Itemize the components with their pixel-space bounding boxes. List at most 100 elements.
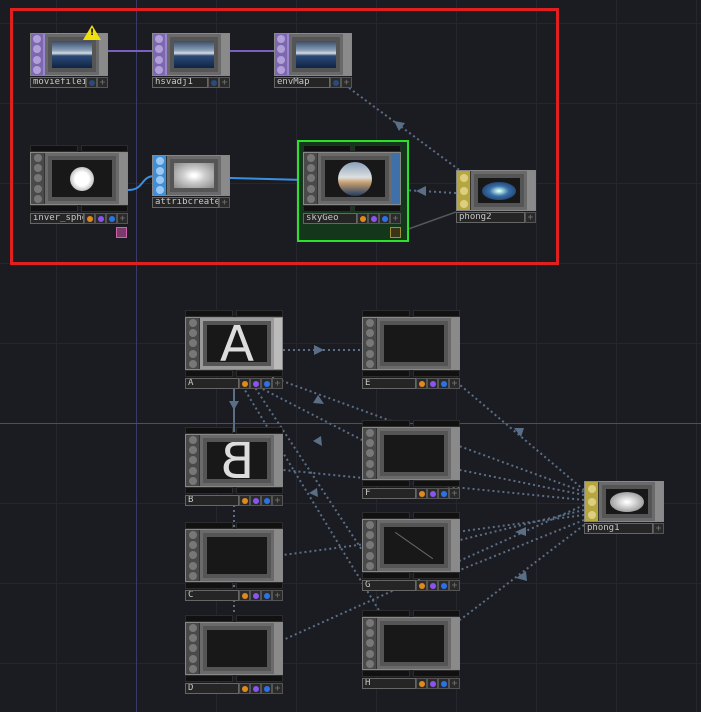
viewer-toggle-icon[interactable]: [306, 194, 315, 203]
add-icon[interactable]: [272, 590, 283, 601]
render-flag-button[interactable]: [250, 495, 261, 506]
viewer-toggle-icon[interactable]: [188, 329, 197, 338]
display-flag-button[interactable]: [416, 378, 427, 389]
viewer-toggle-icon[interactable]: [365, 359, 374, 368]
viewer-flag-button[interactable]: [379, 213, 390, 224]
node-e[interactable]: E: [362, 310, 460, 389]
render-flag-button[interactable]: [368, 213, 379, 224]
viewer-flag-button[interactable]: [330, 77, 341, 88]
viewer-toggle-icon[interactable]: [306, 174, 315, 183]
add-icon[interactable]: [449, 678, 460, 689]
viewer-toggle-icon[interactable]: [459, 186, 468, 195]
viewer-toggle-icon[interactable]: [365, 639, 374, 648]
node-moviefilein1[interactable]: moviefilein1: [30, 33, 108, 88]
add-icon[interactable]: [272, 378, 283, 389]
viewer-toggle-icon[interactable]: [188, 634, 197, 643]
add-icon[interactable]: [272, 495, 283, 506]
viewer-toggle-icon[interactable]: [365, 339, 374, 348]
viewer-flag-button[interactable]: [261, 590, 272, 601]
node-label[interactable]: skyGeo: [303, 213, 357, 224]
viewer-toggle-icon[interactable]: [188, 624, 197, 633]
viewer-toggle-icon[interactable]: [155, 186, 164, 195]
node-label[interactable]: F: [362, 488, 416, 499]
render-flag-button[interactable]: [427, 488, 438, 499]
viewer-toggle-icon[interactable]: [188, 571, 197, 580]
viewer-flag-button[interactable]: [261, 495, 272, 506]
node-c[interactable]: C: [185, 522, 283, 601]
viewer-toggle-icon[interactable]: [365, 521, 374, 530]
viewer-toggle-icon[interactable]: [365, 439, 374, 448]
viewer-toggle-icon[interactable]: [33, 164, 42, 173]
viewer-flag-button[interactable]: [208, 77, 219, 88]
render-flag-button[interactable]: [427, 580, 438, 591]
viewer-toggle-icon[interactable]: [188, 339, 197, 348]
display-flag-button[interactable]: [357, 213, 368, 224]
viewer-toggle-icon[interactable]: [306, 184, 315, 193]
node-label[interactable]: hsvadj1: [152, 77, 208, 88]
add-icon[interactable]: [653, 523, 664, 534]
node-phong1[interactable]: phong1: [584, 481, 664, 534]
viewer-toggle-icon[interactable]: [365, 551, 374, 560]
viewer-flag-button[interactable]: [106, 213, 117, 224]
viewer-toggle-icon[interactable]: [155, 166, 164, 175]
node-hsvadj1[interactable]: hsvadj1: [152, 33, 230, 88]
add-icon[interactable]: [449, 378, 460, 389]
viewer-toggle-icon[interactable]: [188, 476, 197, 485]
viewer-toggle-icon[interactable]: [587, 510, 596, 519]
add-icon[interactable]: [97, 77, 108, 88]
warning-icon[interactable]: !: [83, 25, 101, 40]
viewer-toggle-icon[interactable]: [33, 65, 41, 74]
viewer-toggle-icon[interactable]: [306, 154, 315, 163]
node-label[interactable]: D: [185, 683, 239, 694]
add-icon[interactable]: [117, 213, 128, 224]
add-icon[interactable]: [525, 212, 536, 223]
add-icon[interactable]: [219, 197, 230, 208]
node-skygeo[interactable]: skyGeo: [303, 145, 401, 224]
node-label[interactable]: phong2: [456, 212, 525, 223]
node-d[interactable]: D: [185, 615, 283, 694]
viewer-toggle-icon[interactable]: [365, 469, 374, 478]
node-label[interactable]: A: [185, 378, 239, 389]
viewer-toggle-icon[interactable]: [33, 194, 42, 203]
viewer-toggle-icon[interactable]: [188, 349, 197, 358]
node-label[interactable]: moviefilein1: [30, 77, 86, 88]
pink-flag-button[interactable]: [116, 227, 127, 238]
material-flag-button[interactable]: [390, 227, 401, 238]
viewer-toggle-icon[interactable]: [365, 619, 374, 628]
node-label[interactable]: attribcreate1: [152, 197, 219, 208]
node-label[interactable]: B: [185, 495, 239, 506]
node-envmap[interactable]: envMap: [274, 33, 352, 88]
node-label[interactable]: envMap: [274, 77, 330, 88]
node-g[interactable]: G: [362, 512, 460, 591]
node-label[interactable]: E: [362, 378, 416, 389]
viewer-flag-button[interactable]: [438, 378, 449, 389]
add-icon[interactable]: [390, 213, 401, 224]
viewer-toggle-icon[interactable]: [587, 497, 596, 506]
viewer-toggle-icon[interactable]: [33, 45, 41, 54]
viewer-toggle-icon[interactable]: [188, 446, 197, 455]
node-label[interactable]: phong1: [584, 523, 653, 534]
viewer-flag-button[interactable]: [86, 77, 97, 88]
viewer-toggle-icon[interactable]: [33, 35, 41, 44]
viewer-toggle-icon[interactable]: [33, 174, 42, 183]
viewer-toggle-icon[interactable]: [33, 154, 42, 163]
viewer-toggle-icon[interactable]: [365, 319, 374, 328]
display-flag-button[interactable]: [416, 678, 427, 689]
viewer-toggle-icon[interactable]: [277, 55, 285, 64]
add-icon[interactable]: [219, 77, 230, 88]
viewer-toggle-icon[interactable]: [365, 531, 374, 540]
viewer-toggle-icon[interactable]: [277, 45, 285, 54]
viewer-toggle-icon[interactable]: [155, 55, 163, 64]
node-h[interactable]: H: [362, 610, 460, 689]
viewer-toggle-icon[interactable]: [365, 561, 374, 570]
node-phong2[interactable]: phong2: [456, 170, 536, 223]
display-flag-button[interactable]: [239, 378, 250, 389]
display-flag-button[interactable]: [84, 213, 95, 224]
node-label[interactable]: G: [362, 580, 416, 591]
add-icon[interactable]: [341, 77, 352, 88]
viewer-flag-button[interactable]: [261, 378, 272, 389]
viewer-toggle-icon[interactable]: [188, 644, 197, 653]
viewer-toggle-icon[interactable]: [188, 541, 197, 550]
viewer-toggle-icon[interactable]: [188, 319, 197, 328]
